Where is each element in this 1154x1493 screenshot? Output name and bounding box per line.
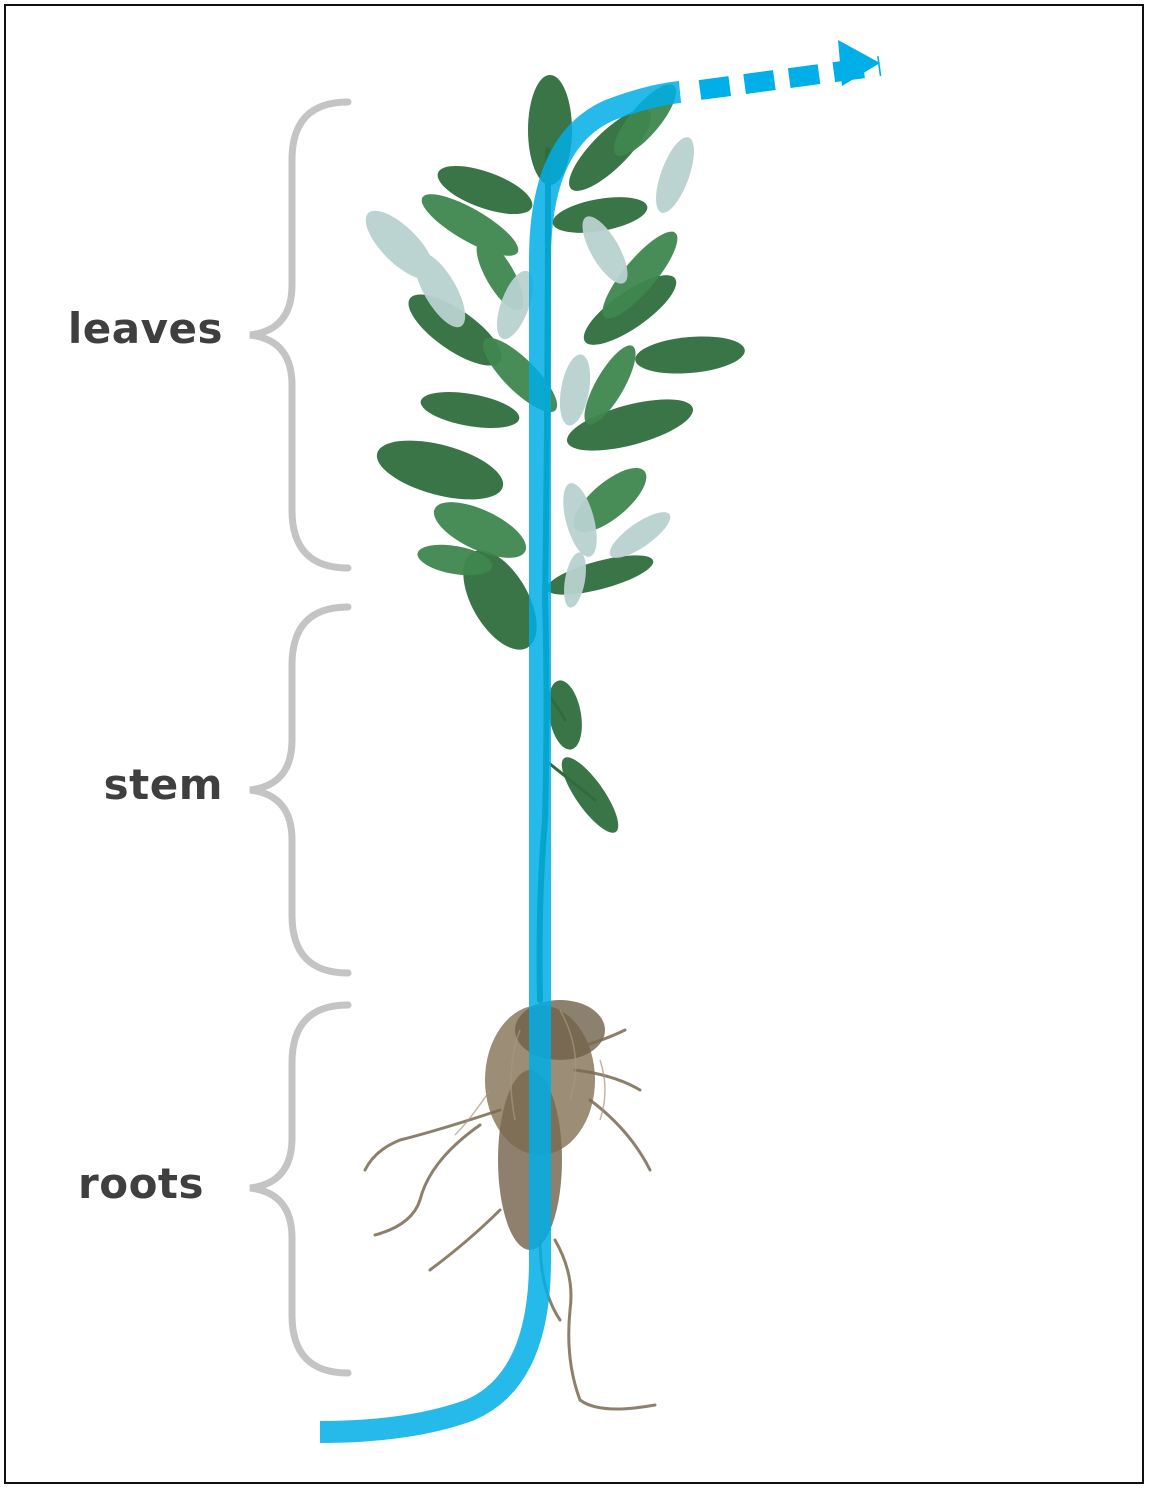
label-leaves: leaves — [68, 308, 223, 350]
label-roots: roots — [78, 1163, 204, 1205]
leaves-brace — [250, 102, 348, 568]
label-stem: stem — [104, 764, 223, 806]
plant-roots — [365, 1000, 655, 1409]
dashed-arrow-right-icon — [838, 40, 880, 86]
roots-brace — [250, 1005, 348, 1373]
stem-brace — [250, 607, 348, 973]
